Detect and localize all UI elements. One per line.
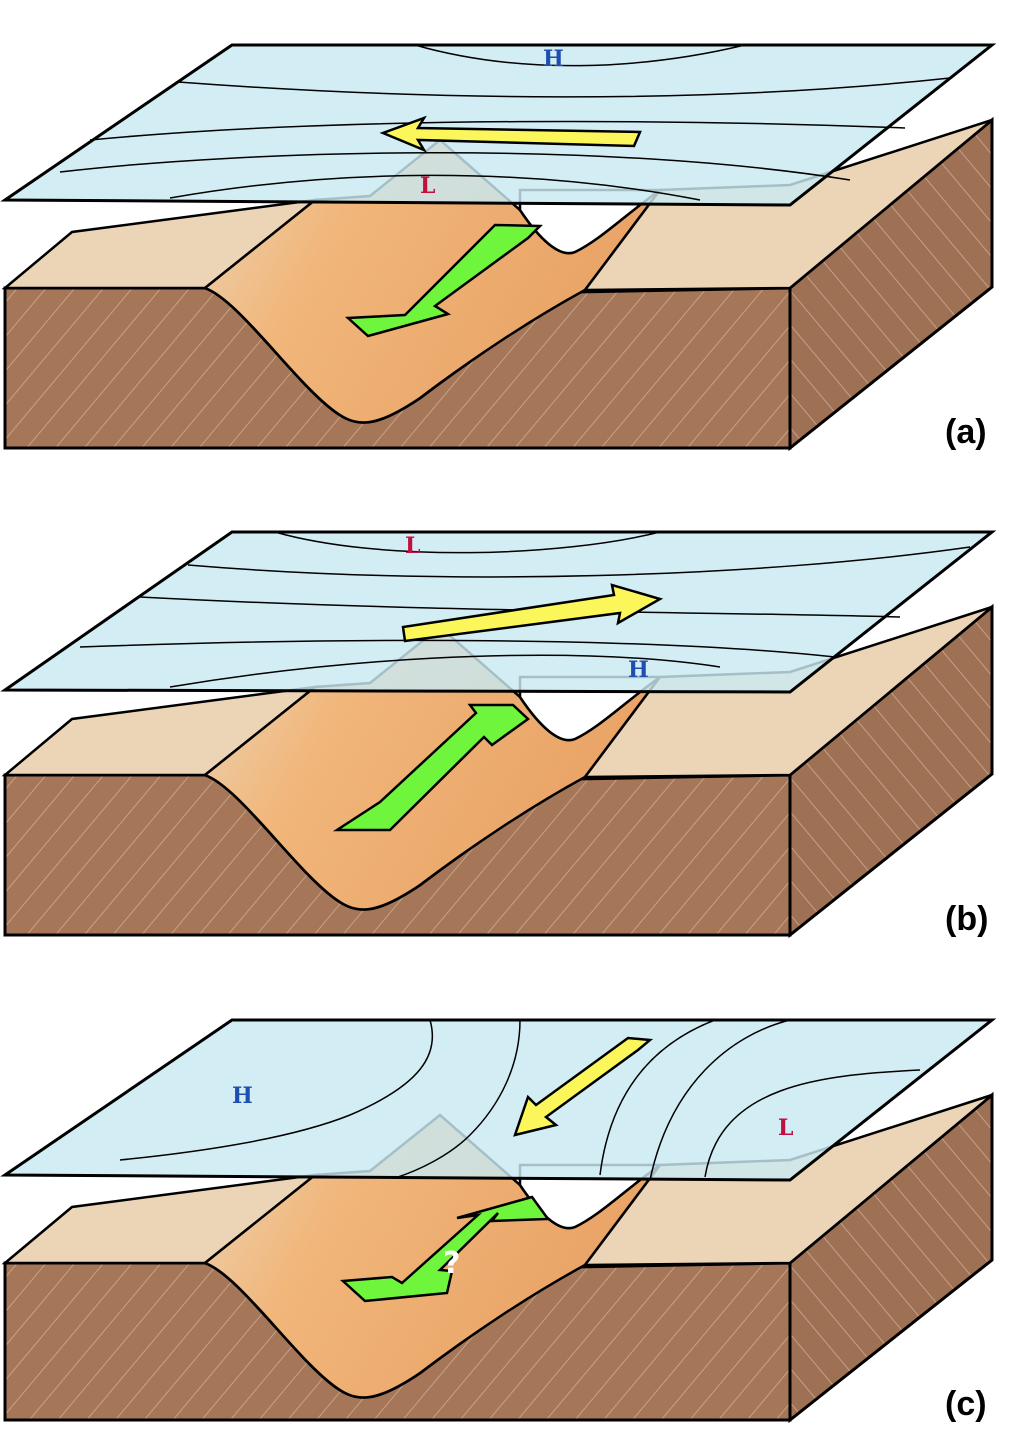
low-pressure-label: L bbox=[778, 1115, 794, 1141]
low-pressure-label: L bbox=[405, 533, 421, 559]
panel-label: (b) bbox=[945, 900, 988, 938]
panel-label: (c) bbox=[945, 1385, 987, 1423]
surface-wind-arrow bbox=[332, 703, 530, 832]
low-pressure-label: L bbox=[420, 173, 436, 199]
panel-a-diagram: H L (a) bbox=[0, 43, 997, 452]
pressure-surface bbox=[0, 1018, 997, 1182]
panel-b: L H (b) bbox=[0, 487, 1013, 957]
isobars bbox=[119, 1019, 921, 1181]
surface-wind-arrow bbox=[344, 223, 543, 338]
panel-b-diagram: L H (b) bbox=[0, 530, 997, 939]
panel-label: (a) bbox=[945, 413, 987, 451]
upper-wind-arrow bbox=[379, 115, 642, 153]
panel-c: ? H L (c) bbox=[0, 975, 1013, 1445]
high-pressure-label: H bbox=[628, 657, 650, 683]
high-pressure-label: H bbox=[543, 46, 565, 72]
question-mark: ? bbox=[443, 1246, 460, 1281]
high-pressure-label: H bbox=[232, 1083, 254, 1109]
panel-a: H L (a) bbox=[0, 0, 1013, 470]
upper-wind-arrow bbox=[401, 583, 664, 643]
pressure-surface bbox=[0, 43, 997, 207]
upper-wind-arrow bbox=[513, 1036, 654, 1137]
isobars bbox=[59, 44, 951, 201]
panel-c-diagram: ? H L (c) bbox=[0, 1018, 997, 1424]
surface-wind-arrow bbox=[340, 1195, 551, 1303]
